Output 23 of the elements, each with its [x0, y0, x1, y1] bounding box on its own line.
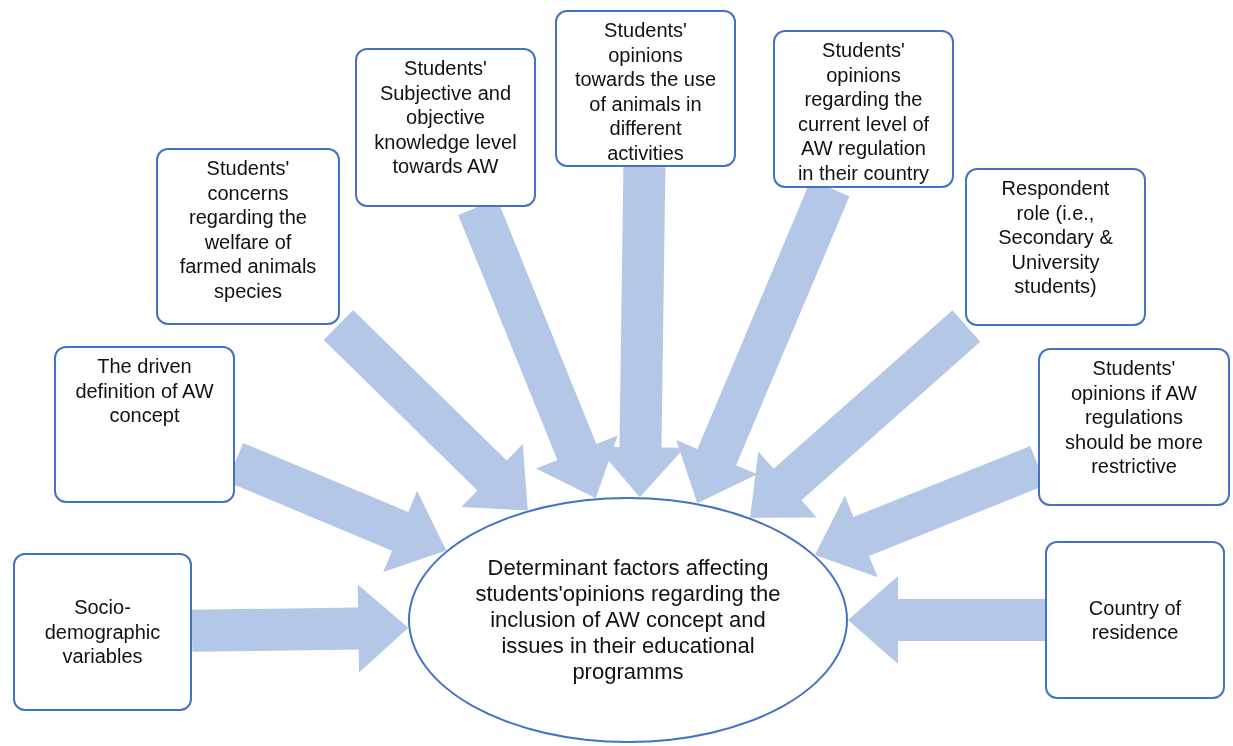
factor-box: [54, 346, 235, 503]
node-text: Students' opinions if AW regulations should be more restrictive: [1064, 356, 1204, 479]
factor-box: [1038, 348, 1230, 506]
node-text: Socio-demographic variables: [43, 595, 162, 669]
node-text: Determinant factors affecting students'opinions regarding the inclusion of AW concept and issues in their educational programms: [474, 555, 782, 685]
block-arrow: [323, 310, 528, 511]
block-arrow: [848, 576, 1045, 664]
node-text: The driven definition of AW concept: [74, 354, 215, 428]
factor-box: [156, 148, 340, 325]
node-text: Students' opinions regarding the current level of AW regulation in their country: [796, 38, 931, 185]
block-arrow: [191, 584, 409, 673]
node-text: Students' opinions towards the use of animals in different activities: [573, 18, 718, 165]
block-arrow: [750, 310, 981, 518]
node-text: Students' Subjective and objective knowledge level towards AW: [373, 56, 518, 179]
factor-box: [355, 48, 536, 207]
node-text: Country of residence: [1087, 595, 1183, 645]
factor-box: [1045, 541, 1225, 699]
node-text: Respondent role (i.e., Secondary & University students): [997, 176, 1114, 299]
factor-box: [13, 553, 192, 711]
factor-box: [965, 168, 1146, 326]
factor-box: [773, 30, 954, 188]
factor-box: [555, 10, 736, 167]
node-text: Students' concerns regarding the welfare of farmed animals species: [178, 156, 318, 303]
